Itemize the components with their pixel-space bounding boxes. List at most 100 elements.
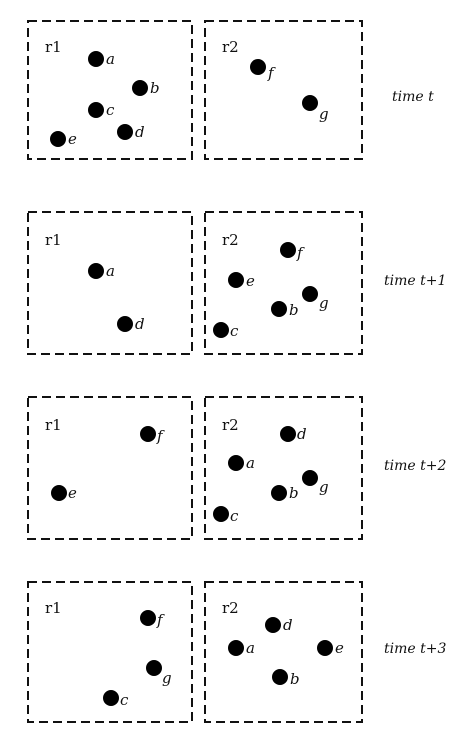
point-a-dot bbox=[88, 263, 104, 279]
point-c: c bbox=[213, 506, 239, 525]
point-a-label: a bbox=[106, 262, 115, 280]
time-label: time t+2 bbox=[384, 458, 446, 474]
region-label-r2: r2 bbox=[222, 599, 239, 617]
point-b-label: b bbox=[289, 301, 299, 319]
point-d-dot bbox=[280, 426, 296, 442]
snapshot-time-t-plus-3: r1 f g c r2 d a e b time t+3 bbox=[27, 581, 446, 723]
point-g-dot bbox=[146, 660, 162, 676]
point-c-dot bbox=[213, 506, 229, 522]
point-b: b bbox=[271, 301, 299, 319]
region-label-r2: r2 bbox=[222, 416, 239, 434]
point-a-dot bbox=[88, 51, 104, 67]
snapshot-time-t-plus-1: r1 a d r2 f e g b c time t+1 bbox=[27, 211, 446, 355]
point-f-dot bbox=[140, 610, 156, 626]
region-label-r1: r1 bbox=[45, 599, 62, 617]
point-b-dot bbox=[132, 80, 148, 96]
region-box-r1 bbox=[27, 396, 193, 540]
point-b-label: b bbox=[290, 670, 300, 688]
point-d-dot bbox=[265, 617, 281, 633]
point-a: a bbox=[88, 50, 115, 68]
point-c-label: c bbox=[120, 691, 129, 709]
point-g-label: g bbox=[162, 669, 172, 687]
point-f-label: f bbox=[296, 244, 305, 262]
point-f-label: f bbox=[267, 64, 276, 82]
point-a-dot bbox=[228, 455, 244, 471]
point-g-dot bbox=[302, 470, 318, 486]
time-label: time t+3 bbox=[384, 641, 446, 657]
point-g-label: g bbox=[319, 105, 329, 123]
point-d: d bbox=[117, 315, 145, 333]
point-f: f bbox=[250, 59, 276, 82]
point-e-dot bbox=[51, 485, 67, 501]
point-g-dot bbox=[302, 95, 318, 111]
point-c-dot bbox=[213, 322, 229, 338]
region-label-r1: r1 bbox=[45, 231, 62, 249]
point-d: d bbox=[117, 123, 145, 141]
point-e-dot bbox=[50, 131, 66, 147]
point-b: b bbox=[272, 669, 300, 688]
point-e: e bbox=[50, 130, 77, 148]
point-d: d bbox=[265, 616, 293, 634]
point-b-dot bbox=[272, 669, 288, 685]
point-e: e bbox=[317, 639, 344, 657]
point-e-label: e bbox=[246, 272, 255, 290]
point-f: f bbox=[140, 610, 165, 629]
point-e: e bbox=[51, 484, 77, 502]
point-e-dot bbox=[317, 640, 333, 656]
point-d-label: d bbox=[135, 123, 145, 141]
region-box-r2 bbox=[204, 396, 363, 540]
point-b-label: b bbox=[150, 79, 160, 97]
point-d-label: d bbox=[135, 315, 145, 333]
point-e-label: e bbox=[335, 639, 344, 657]
region-label-r1: r1 bbox=[45, 38, 62, 56]
region-box-r2 bbox=[204, 211, 363, 355]
region-box-r1 bbox=[27, 20, 193, 160]
region-box-r1 bbox=[27, 581, 193, 723]
point-g-label: g bbox=[319, 478, 329, 496]
point-g: g bbox=[146, 660, 172, 687]
point-f-label: f bbox=[156, 611, 165, 629]
point-f-dot bbox=[250, 59, 266, 75]
region-box-r2 bbox=[204, 20, 363, 160]
region-label-r1: r1 bbox=[45, 416, 62, 434]
point-b: b bbox=[132, 79, 160, 97]
point-c-label: c bbox=[106, 101, 115, 119]
time-label: time t bbox=[392, 89, 434, 105]
point-g: g bbox=[302, 95, 329, 123]
point-a-label: a bbox=[246, 454, 255, 472]
point-b-label: b bbox=[289, 484, 299, 502]
time-label: time t+1 bbox=[384, 273, 446, 289]
point-d-dot bbox=[117, 124, 133, 140]
point-a-label: a bbox=[106, 50, 115, 68]
snapshot-time-t-plus-2: r1 f e r2 d a g b c time t+2 bbox=[27, 396, 446, 540]
point-g-label: g bbox=[319, 294, 329, 312]
region-label-r2: r2 bbox=[222, 231, 239, 249]
point-f-label: f bbox=[156, 427, 165, 445]
point-c: c bbox=[88, 101, 115, 119]
point-c-dot bbox=[103, 690, 119, 706]
point-d: d bbox=[280, 425, 307, 443]
point-f-dot bbox=[140, 426, 156, 442]
point-b: b bbox=[271, 484, 299, 502]
region-box-r1 bbox=[27, 211, 193, 355]
point-d-label: d bbox=[297, 425, 307, 443]
point-a: a bbox=[228, 639, 255, 657]
point-f-dot bbox=[280, 242, 296, 258]
point-g-dot bbox=[302, 286, 318, 302]
point-c-label: c bbox=[230, 322, 239, 340]
snapshot-time-t: r1 a b c d e r2 f g time t bbox=[27, 20, 434, 160]
region-box-r2 bbox=[204, 581, 363, 723]
point-a: a bbox=[228, 454, 255, 472]
point-b-dot bbox=[271, 301, 287, 317]
point-d-dot bbox=[117, 316, 133, 332]
point-g: g bbox=[302, 286, 329, 312]
point-f: f bbox=[140, 426, 165, 445]
point-d-label: d bbox=[283, 616, 293, 634]
point-e-label: e bbox=[68, 130, 77, 148]
point-c-label: c bbox=[230, 507, 239, 525]
point-c: c bbox=[103, 690, 129, 709]
point-e-dot bbox=[228, 272, 244, 288]
point-a: a bbox=[88, 262, 115, 280]
point-e: e bbox=[228, 272, 255, 290]
